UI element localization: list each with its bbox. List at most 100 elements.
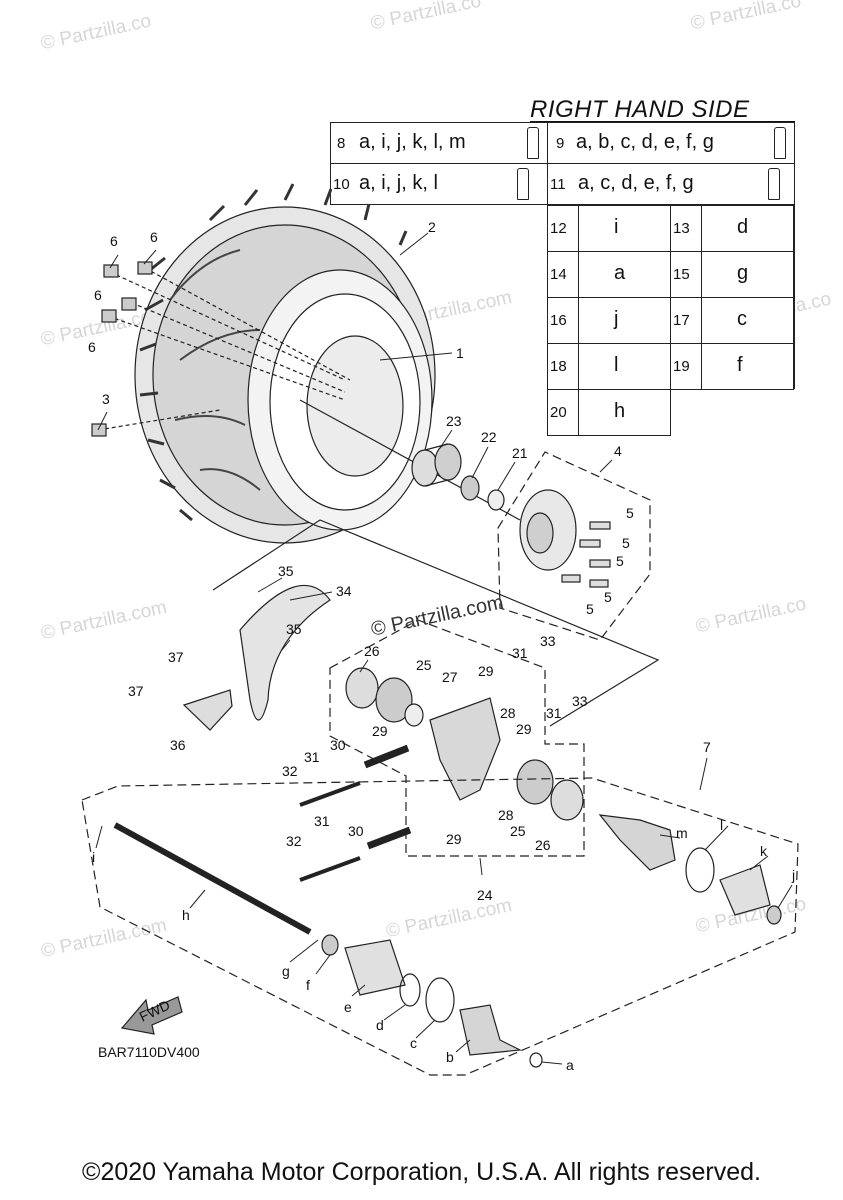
legend-number: 17: [673, 312, 690, 329]
callout: 6: [150, 229, 158, 245]
callout: 24: [477, 887, 493, 903]
legend-value: a, i, j, k, l, m: [359, 131, 466, 153]
legend-number: 13: [673, 220, 690, 237]
legend-value: a, i, j, k, l: [359, 172, 438, 194]
legend-cell-12: 12 i: [547, 205, 671, 252]
brake-bracket: [182, 689, 233, 731]
callout: 5: [622, 535, 630, 551]
boot: [719, 864, 771, 916]
circlip: [766, 905, 782, 925]
callout: 37: [128, 683, 144, 699]
callout: i: [92, 849, 95, 865]
callout: f: [306, 977, 310, 993]
callout: m: [676, 825, 688, 841]
callout: 29: [446, 831, 462, 847]
callout: a: [566, 1057, 574, 1073]
legend-value: c: [737, 308, 747, 330]
collar: [366, 826, 412, 850]
callout: 29: [478, 663, 494, 679]
wheel-hub: [519, 489, 611, 588]
callout: 32: [282, 763, 298, 779]
callout: 31: [304, 749, 320, 765]
circlip: [404, 703, 424, 727]
callout: 35: [286, 621, 302, 637]
callout: 29: [372, 723, 388, 739]
callout: 26: [364, 643, 380, 659]
boot: [344, 939, 406, 996]
callout: 6: [88, 339, 96, 355]
callout: 22: [481, 429, 497, 445]
callout: 29: [516, 721, 532, 737]
circlip: [321, 934, 339, 956]
callout: 23: [446, 413, 462, 429]
callout: 35: [278, 563, 294, 579]
hub-group-box: [497, 451, 651, 641]
legend-cell-10: 10 a, i, j, k, l: [330, 163, 548, 205]
wheel-nuts: [91, 261, 153, 437]
callout: j: [791, 867, 795, 883]
callout: 31: [546, 705, 562, 721]
legend-divider: [578, 390, 579, 435]
callout: 31: [314, 813, 330, 829]
legend-value: a: [614, 262, 626, 284]
legend-cell-8: 8 a, i, j, k, l, m: [330, 122, 548, 164]
legend-cell-9: 9 a, b, c, d, e, f, g: [547, 122, 795, 164]
diagram-code: BAR7110DV400: [98, 1044, 200, 1060]
brake-group-line: [212, 519, 660, 727]
callout: 6: [94, 287, 102, 303]
collar: [460, 475, 480, 501]
callout: 3: [102, 391, 110, 407]
leader-lines: [95, 232, 793, 1065]
callout: 28: [500, 705, 516, 721]
drive-shaft-group-box: [81, 777, 799, 1076]
collar: [363, 744, 410, 769]
callout: 32: [286, 833, 302, 849]
brake-disc: [239, 584, 331, 721]
clamp: [425, 977, 455, 1023]
legend-number: 16: [550, 312, 567, 329]
callout: 30: [348, 823, 364, 839]
bearing: [345, 667, 379, 709]
legend-number: 11: [550, 176, 566, 193]
rear-knuckle: [429, 697, 501, 801]
bolt: [299, 781, 361, 807]
legend-divider: [701, 206, 702, 251]
legend-value: a, c, d, e, f, g: [578, 172, 694, 194]
legend-number: 12: [550, 220, 567, 237]
legend-divider: [701, 252, 702, 297]
legend-value: d: [737, 216, 749, 238]
legend-divider: [578, 252, 579, 297]
callout: 26: [535, 837, 551, 853]
callout: 25: [416, 657, 432, 673]
callout: 1: [456, 345, 464, 361]
legend-divider: [578, 344, 579, 389]
legend-value: i: [614, 216, 619, 238]
callout: 21: [512, 445, 528, 461]
cv-joint-outer: [598, 814, 676, 871]
legend-value: h: [614, 400, 626, 422]
callout: h: [182, 907, 190, 923]
callout: 36: [170, 737, 186, 753]
legend-divider: [578, 298, 579, 343]
circlip: [529, 1052, 543, 1068]
bearing: [550, 779, 584, 821]
callout: 5: [586, 601, 594, 617]
legend-number: 18: [550, 358, 567, 375]
forward-arrow-icon: [120, 996, 183, 1035]
legend-cell-11: 11 a, c, d, e, f, g: [547, 163, 795, 205]
callout: 33: [572, 693, 588, 709]
bearing: [516, 759, 554, 805]
legend-cell-13: 13 d: [670, 205, 794, 252]
callout: 5: [616, 553, 624, 569]
callout: 28: [498, 807, 514, 823]
legend-number: 15: [673, 266, 690, 283]
legend-number: 9: [556, 135, 565, 152]
callout: 5: [626, 505, 634, 521]
legend-value: l: [614, 354, 619, 376]
callout: 30: [330, 737, 346, 753]
